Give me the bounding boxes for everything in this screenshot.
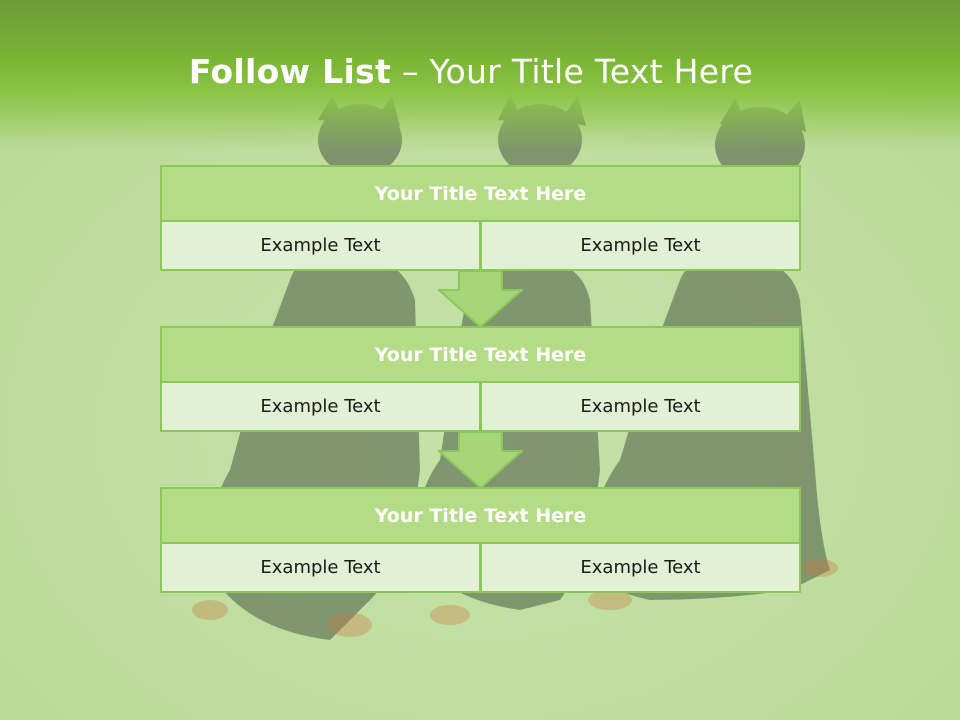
follow-step-1-right-text: Example Text — [480, 222, 801, 271]
follow-step-3-title: Your Title Text Here — [160, 487, 801, 544]
follow-step-3-left-text: Example Text — [160, 544, 481, 593]
follow-step-2: Your Title Text Here Example Text Exampl… — [160, 326, 801, 432]
follow-step-2-title: Your Title Text Here — [160, 326, 801, 383]
slide-title-separator: – — [391, 52, 430, 91]
slide-title: Follow List – Your Title Text Here — [0, 52, 942, 91]
header-band — [0, 0, 960, 150]
down-arrow-icon — [438, 431, 523, 489]
follow-step-1-title: Your Title Text Here — [160, 165, 801, 222]
follow-step-2-right-text: Example Text — [480, 383, 801, 432]
down-arrow-icon — [438, 270, 523, 328]
follow-step-1-left-text: Example Text — [160, 222, 481, 271]
follow-step-3: Your Title Text Here Example Text Exampl… — [160, 487, 801, 593]
follow-step-3-right-text: Example Text — [480, 544, 801, 593]
slide-title-main: Follow List — [188, 52, 392, 91]
follow-step-1: Your Title Text Here Example Text Exampl… — [160, 165, 801, 271]
follow-step-2-left-text: Example Text — [160, 383, 481, 432]
slide-title-subtitle: Your Title Text Here — [429, 52, 754, 91]
